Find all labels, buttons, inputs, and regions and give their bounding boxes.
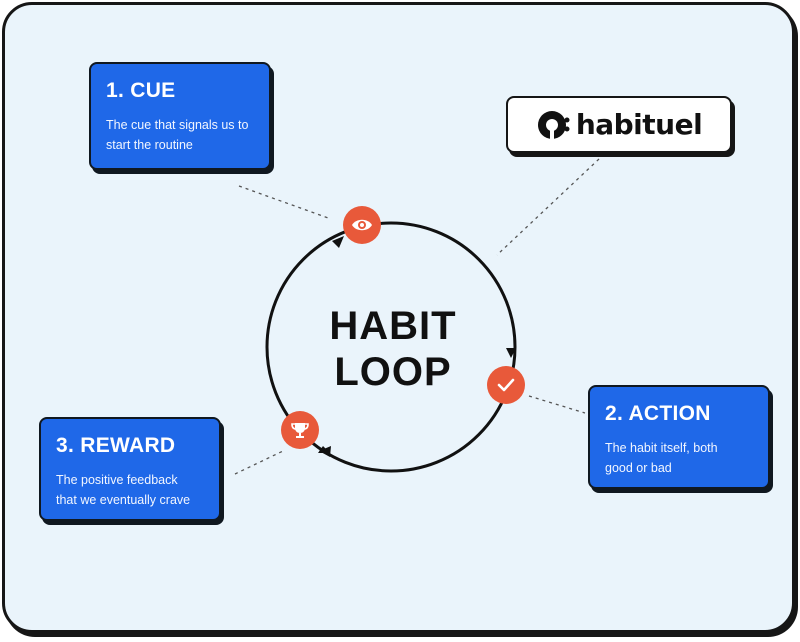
connector-cue xyxy=(238,185,332,220)
arrowhead-cue xyxy=(332,236,344,248)
eye-icon xyxy=(352,219,372,231)
arrowhead-reward-tip xyxy=(319,446,331,457)
title-line-1: HABIT xyxy=(329,304,457,348)
brand-logo: habituel xyxy=(506,96,732,153)
step-title-action: 2. ACTION xyxy=(605,402,711,425)
connector-layer xyxy=(234,158,600,475)
arrowhead-action xyxy=(506,348,516,358)
step-desc-reward: The positive feedback that we eventually… xyxy=(56,473,191,507)
step-card-action: 2. ACTION The habit itself, both good or… xyxy=(588,385,770,489)
step-desc-cue: The cue that signals us to start the rou… xyxy=(106,118,249,152)
connector-reward xyxy=(234,450,284,475)
loop-circle xyxy=(265,221,517,473)
connector-action xyxy=(528,395,586,414)
action-badge xyxy=(487,366,525,404)
reward-badge xyxy=(281,411,319,449)
title-line-2: LOOP xyxy=(334,350,452,394)
diagram-title: HABIT LOOP xyxy=(293,303,493,395)
diagram-frame: 1. CUE The cue that signals us to start … xyxy=(2,2,795,633)
habituel-logo-icon xyxy=(537,110,570,139)
connector-logo xyxy=(496,158,600,256)
brand-name: habituel xyxy=(575,108,703,141)
step-card-cue: 1. CUE The cue that signals us to start … xyxy=(89,62,271,170)
step-title-reward: 3. REWARD xyxy=(56,434,176,457)
checkmark-icon xyxy=(497,378,515,392)
step-desc-action: The habit itself, both good or bad xyxy=(605,441,718,475)
step-title-cue: 1. CUE xyxy=(106,79,176,102)
step-card-reward: 3. REWARD The positive feedback that we … xyxy=(39,417,221,521)
cue-badge xyxy=(343,206,381,244)
trophy-icon xyxy=(291,423,309,438)
